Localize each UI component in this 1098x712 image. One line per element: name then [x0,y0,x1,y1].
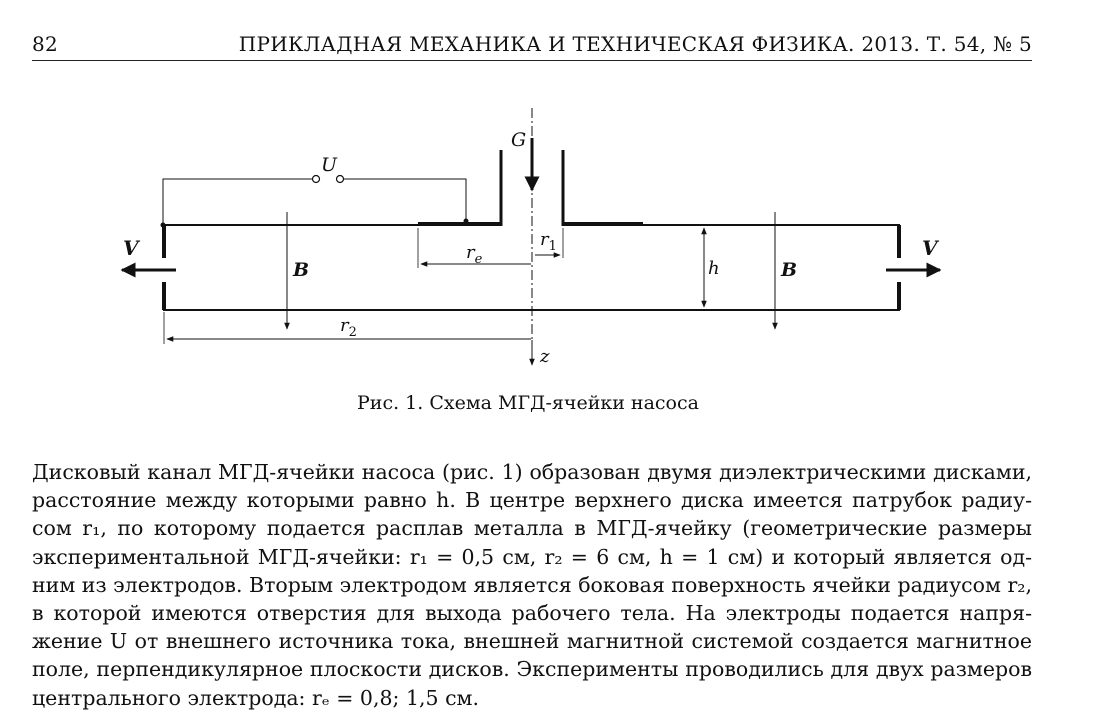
label-v-right: V [922,236,940,260]
mhd-cell-diagram: U G V V B B h z re r1 r2 [120,108,942,367]
label-b-left: B [292,259,309,281]
text-line: жение U от внешнего источника тока, внеш… [32,629,1032,654]
text-line: центрального электрода: rₑ = 0,8; 1,5 см… [32,685,480,710]
text-line: поле, перпендикулярное плоскости дисков.… [32,657,1032,682]
running-header: 82 ПРИКЛАДНАЯ МЕХАНИКА И ТЕХНИЧЕСКАЯ ФИЗ… [32,30,1032,61]
junction-dot-left [160,222,166,228]
circuit-wire-left [162,178,313,225]
text-line: Дисковый канал МГД-ячейки насоса (рис. 1… [32,460,1032,484]
circuit-wire-right [343,178,467,221]
junction-dot-right [463,218,469,224]
label-v-left: V [123,236,141,260]
journal-title: ПРИКЛАДНАЯ МЕХАНИКА И ТЕХНИЧЕСКАЯ ФИЗИКА… [238,32,1032,56]
label-r1: r1 [540,229,557,254]
page-number: 82 [32,32,59,56]
text-line: расстояние между которыми равно h. В цен… [32,488,1032,513]
label-u: U [321,154,338,176]
label-b-right: B [780,259,797,281]
figure-caption: Рис. 1. Схема МГД-ячейки насоса [357,392,699,414]
label-h: h [708,258,720,279]
label-z: z [539,346,550,367]
text-line: в которой имеются отверстия для выхода р… [32,601,1032,626]
label-r2: r2 [340,315,357,340]
label-re: re [466,242,483,267]
terminal-right [335,174,345,184]
text-line: экспериментальной МГД-ячейки: r₁ = 0,5 с… [32,544,1032,569]
body-paragraph: Дисковый канал МГД-ячейки насоса (рис. 1… [32,458,1032,712]
text-line: ним из электродов. Вторым электродом явл… [32,572,1032,597]
terminal-left [311,174,321,184]
label-g: G [511,129,526,151]
text-line: сом r₁, по которому подается расплав мет… [32,516,1032,541]
